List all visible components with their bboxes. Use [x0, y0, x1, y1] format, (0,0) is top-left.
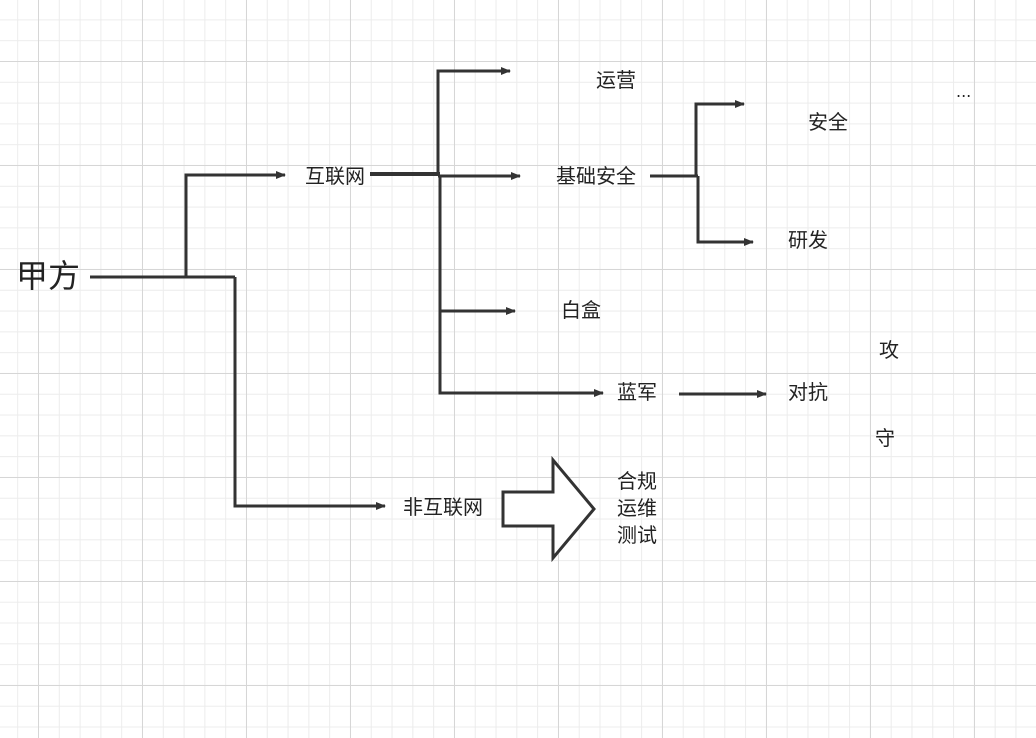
connector-root-non-internet: [233, 277, 386, 510]
confrontation-node-label: 对抗: [788, 380, 828, 404]
blue-team-node-label: 蓝军: [617, 380, 657, 404]
ellipsis-label: ...: [956, 82, 972, 101]
connector-basic-security-rnd: [696, 176, 754, 246]
non-internet-item: 合规: [617, 469, 657, 493]
root-node-label: 甲方: [16, 257, 81, 295]
security-node-label: 安全: [808, 110, 848, 134]
non-internet-node-label: 非互联网: [403, 495, 483, 519]
attack-label: 攻: [879, 338, 899, 362]
rnd-node-label: 研发: [788, 228, 828, 252]
basic-security-node-label: 基础安全: [556, 164, 636, 188]
non-internet-item: 运维: [617, 496, 657, 520]
connector-internet-ops: [436, 67, 511, 175]
block-arrow-shape: [501, 455, 596, 563]
defense-label: 守: [875, 426, 895, 450]
connector-internet-blue-team: [438, 311, 604, 397]
connector-root-internet: [184, 171, 286, 277]
ops-node-label: 运营: [596, 68, 636, 92]
connector-internet-whitebox: [438, 175, 516, 315]
connector-basic-security-security: [694, 100, 745, 176]
non-internet-items-list: 合规 运维 测试: [617, 468, 657, 549]
non-internet-item: 测试: [617, 523, 657, 547]
whitebox-node-label: 白盒: [561, 298, 601, 322]
internet-node-label: 互联网: [305, 164, 365, 188]
